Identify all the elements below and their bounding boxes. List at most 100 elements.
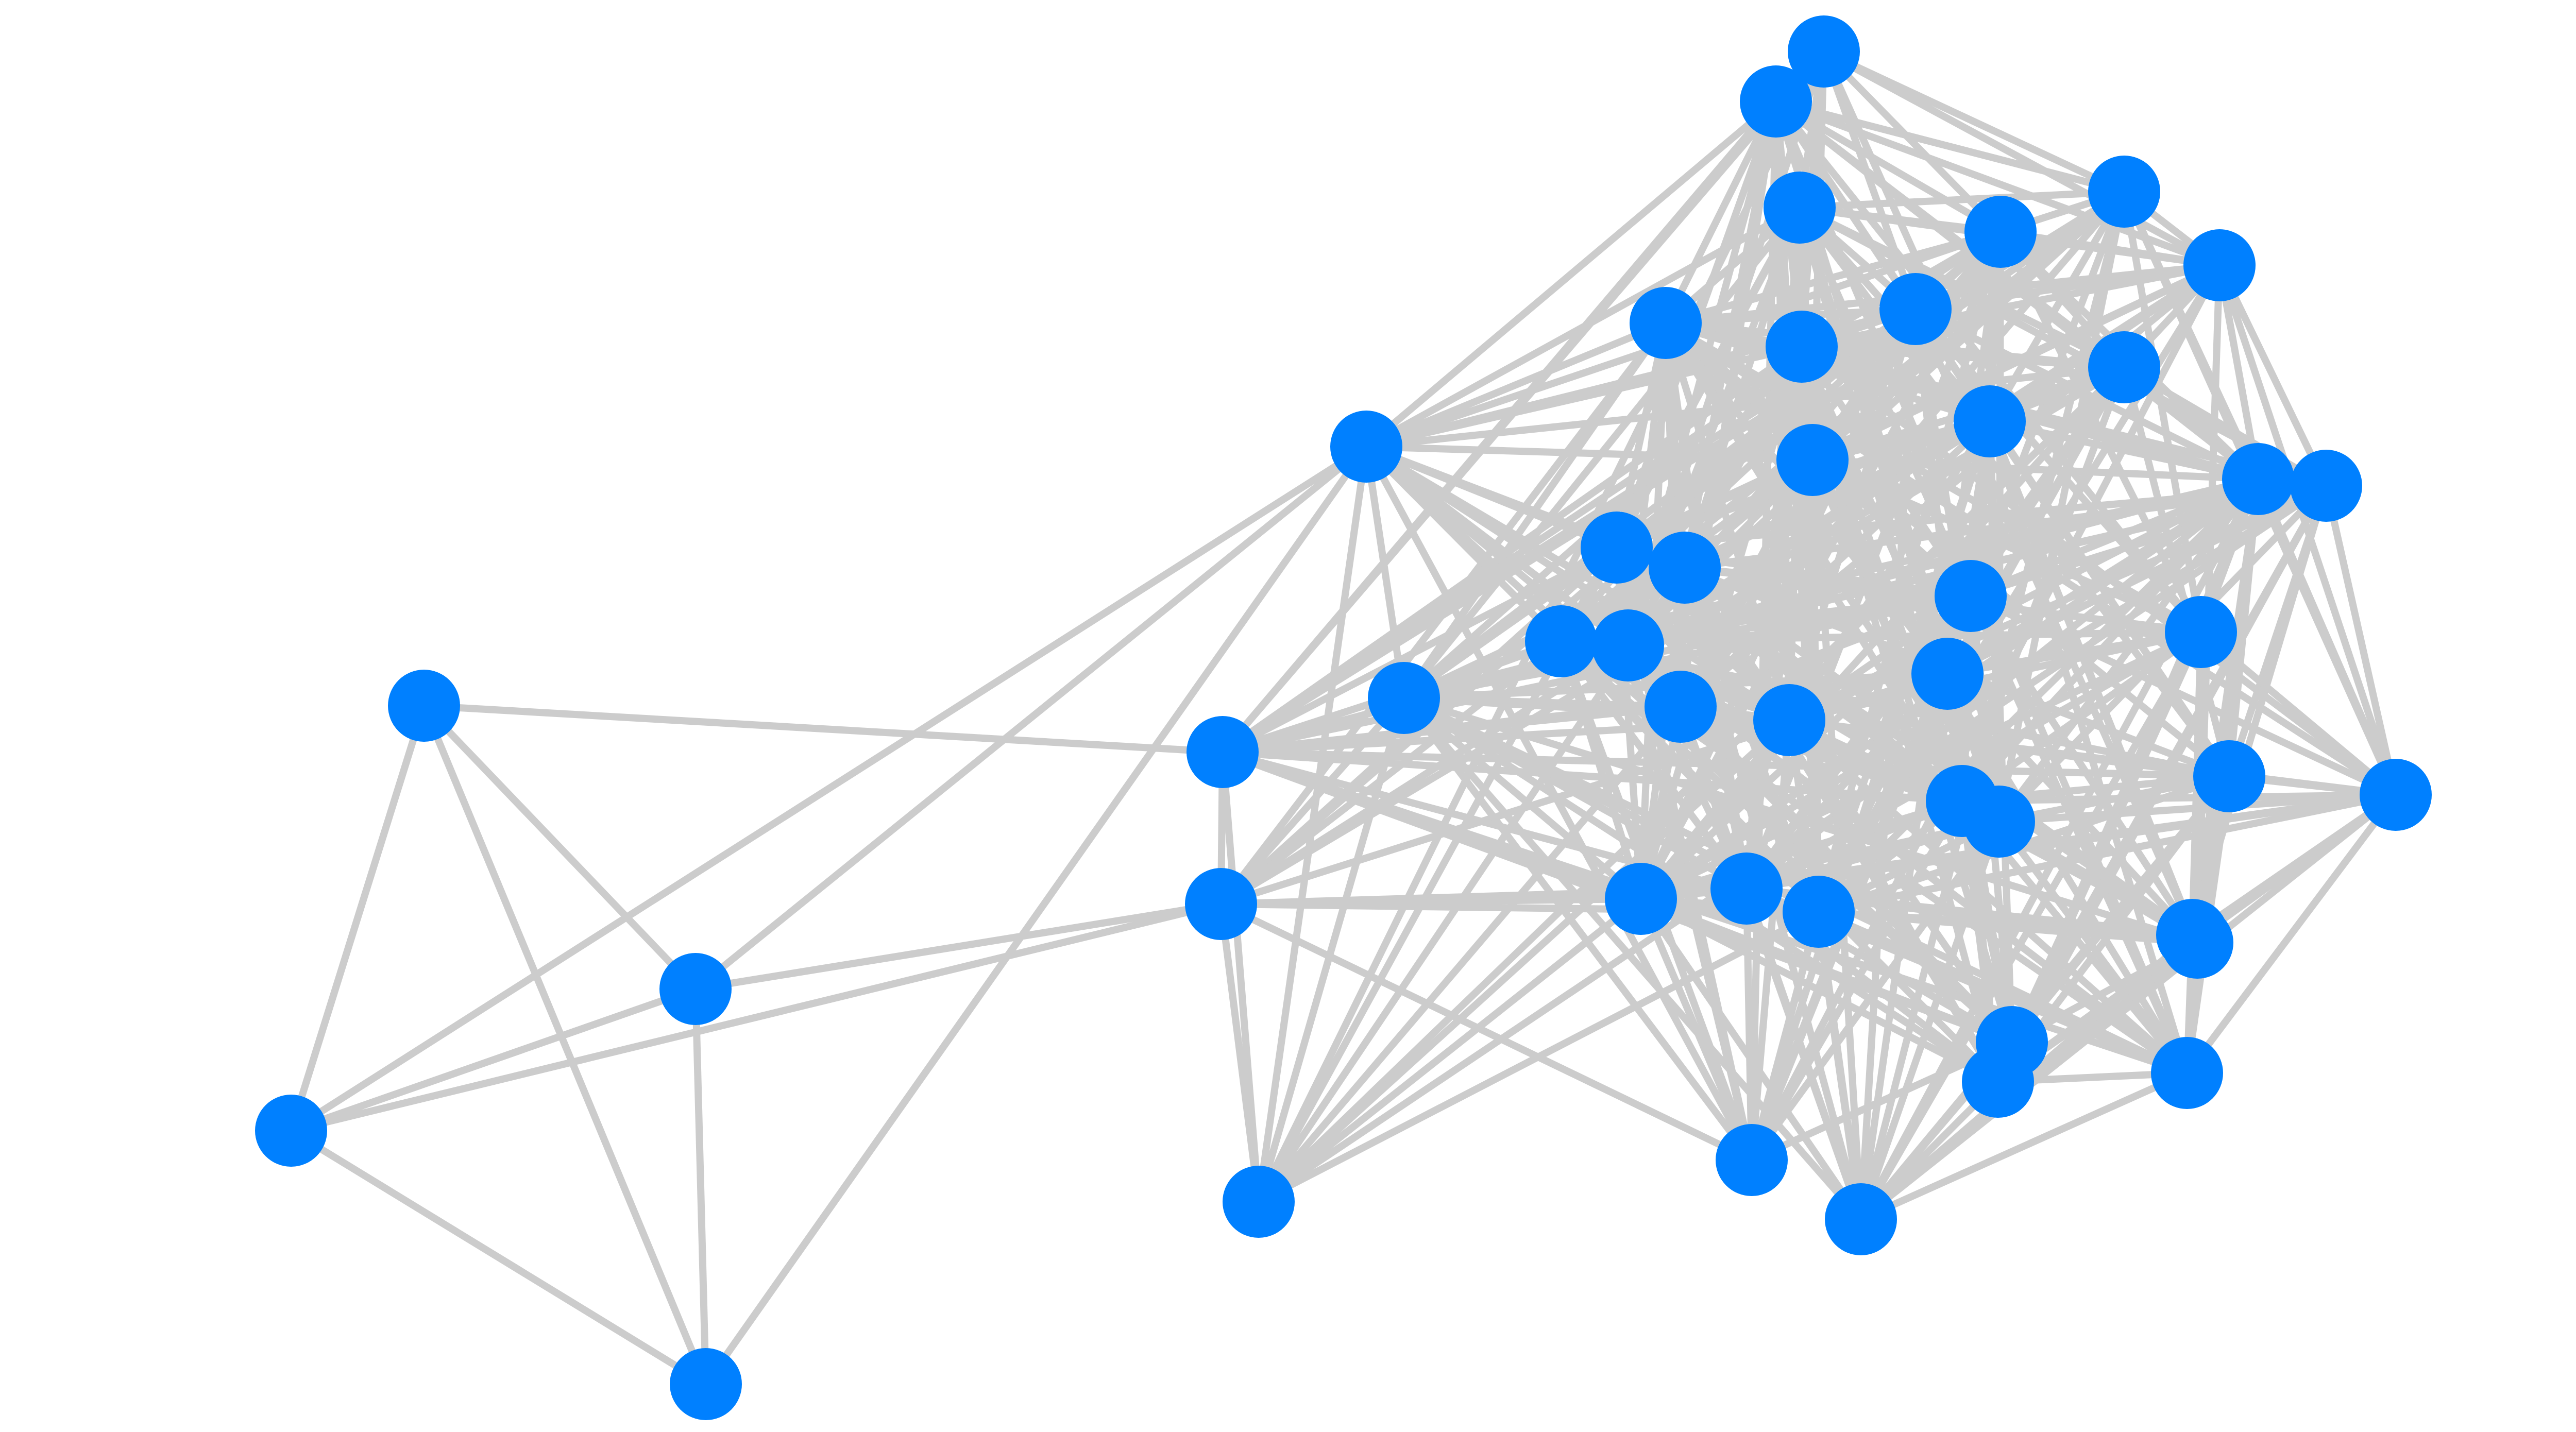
graph-edge — [1219, 305, 1919, 756]
graph-edge — [1857, 1069, 2191, 1223]
graph-node — [670, 1348, 742, 1420]
graph-node — [1753, 684, 1825, 756]
graph-node — [1879, 273, 1952, 345]
graph-node — [1963, 786, 2035, 858]
graph-edge — [1743, 791, 2399, 892]
graph-node — [1187, 716, 1259, 788]
graph-edge — [2216, 262, 2330, 489]
graph-edge — [1400, 694, 1865, 1223]
graph-node — [1330, 411, 1402, 483]
graph-edge — [1786, 717, 2233, 780]
graph-edge — [1613, 482, 2330, 551]
graph-edge — [1637, 797, 1965, 902]
graph-edge — [2183, 791, 2399, 1077]
graph-edge — [420, 702, 699, 993]
graph-edge — [1967, 592, 2399, 798]
graph-edge — [1743, 885, 1755, 1164]
graph-node — [1935, 560, 2007, 632]
graph-edge — [1743, 797, 1965, 892]
graph-edge — [1798, 343, 2399, 798]
graph-node — [1649, 532, 1721, 604]
graph-edge — [692, 985, 709, 1388]
graph-edge — [1748, 717, 1793, 1164]
graph-node — [2360, 759, 2432, 831]
graph-edge — [1255, 908, 1822, 1205]
graph-edge — [1219, 343, 1805, 756]
graph-edge — [702, 443, 1370, 1388]
graph-edge — [1786, 592, 1974, 724]
graph-edge — [1743, 885, 1865, 1223]
graph-edge — [1624, 456, 1816, 649]
graph-node — [2290, 450, 2362, 522]
graph-node — [1592, 609, 1664, 681]
graph-edge — [420, 702, 1226, 756]
graph-edge — [1995, 773, 2233, 825]
graph-edge — [1219, 544, 1620, 756]
graph-edge — [1400, 204, 1803, 702]
graph-edge — [1809, 456, 2191, 1077]
graph-edge — [1363, 98, 1780, 450]
graph-edge — [1772, 98, 2128, 195]
nodes-layer — [255, 15, 2432, 1420]
graph-edge — [1815, 791, 2399, 915]
graph-node — [1710, 853, 1783, 925]
graph-node — [1825, 1183, 1897, 1255]
graph-node — [1788, 15, 1860, 88]
graph-edge — [1219, 748, 1965, 805]
graph-edge — [1944, 482, 2330, 677]
graph-edge — [1219, 748, 2233, 780]
graph-edge — [1815, 908, 2191, 1077]
graph-edge — [1217, 900, 1755, 1164]
graph-edge — [692, 443, 1370, 993]
graph-edge — [1400, 694, 1755, 1164]
graph-edge — [1815, 908, 1865, 1223]
graph-node — [1954, 385, 2026, 457]
graph-edge — [1912, 262, 2223, 313]
graph-node — [1368, 662, 1440, 734]
graph-node — [2165, 596, 2237, 668]
graph-edge — [287, 443, 1370, 1134]
graph-edge — [287, 900, 1225, 1134]
graph-edge — [1219, 670, 1951, 756]
graph-edge — [1815, 908, 2201, 946]
graph-edge — [1995, 791, 2399, 825]
graph-node — [1630, 287, 1702, 359]
graph-node — [1645, 671, 1717, 743]
graph-edge — [1219, 98, 1780, 756]
graph-node — [2193, 740, 2265, 812]
graph-node — [2183, 229, 2256, 301]
graph-edge — [2121, 364, 2330, 489]
graph-node — [1185, 868, 1257, 940]
graph-edge — [1255, 694, 1408, 1205]
graph-edge — [1219, 592, 1974, 756]
graph-edge — [1772, 98, 2004, 235]
graph-node — [255, 1095, 327, 1167]
graph-edge — [1944, 628, 2205, 677]
graph-edge — [1681, 564, 1750, 892]
graph-edge — [1255, 895, 1645, 1205]
graph-edge — [287, 985, 699, 1134]
graph-edge — [1796, 188, 2128, 211]
graph-node — [1764, 172, 1836, 244]
graph-edge — [1857, 818, 2003, 1223]
graph-edge — [1637, 895, 1755, 1164]
graph-edge — [287, 1127, 709, 1388]
graph-edge — [1217, 900, 1262, 1205]
graph-edge — [420, 702, 709, 1388]
graph-edge — [1786, 305, 1919, 724]
graph-node — [1581, 512, 1653, 584]
graph-edge — [1400, 544, 1620, 702]
graph-edge — [1681, 482, 2330, 571]
graph-node — [2151, 1037, 2223, 1109]
graph-node — [1783, 876, 1855, 948]
graph-node — [2161, 907, 2233, 979]
edges-layer — [287, 48, 2399, 1388]
graph-edge — [1363, 443, 1408, 702]
graph-edge — [1217, 638, 1565, 908]
graph-node — [1223, 1166, 1295, 1238]
graph-node — [2088, 156, 2160, 228]
graph-edge — [1820, 48, 1919, 313]
graph-node — [2222, 443, 2294, 515]
graph-edge — [1809, 456, 2262, 483]
